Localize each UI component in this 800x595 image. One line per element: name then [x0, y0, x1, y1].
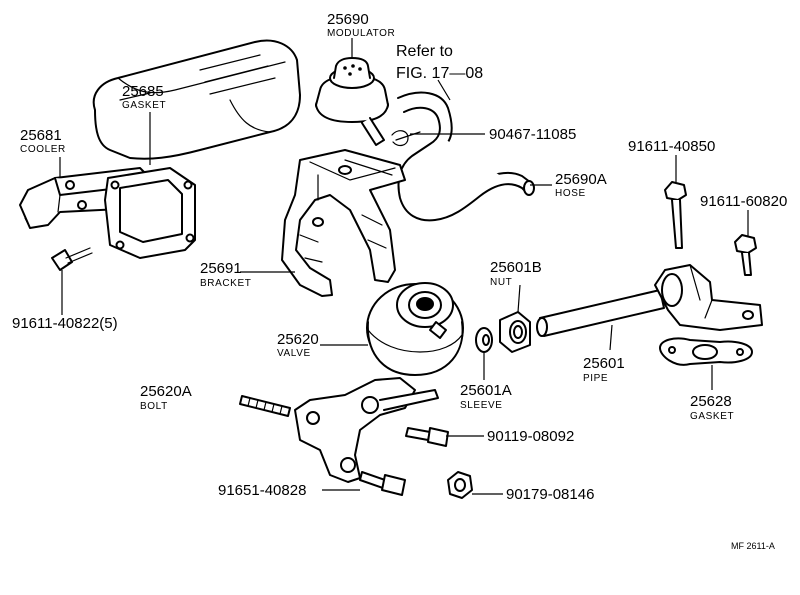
manifold-cover-drawing	[92, 39, 301, 160]
bracket-name: BRACKET	[200, 278, 251, 289]
nut-name: NUT	[490, 277, 512, 288]
valve-base-drawing	[294, 377, 439, 483]
gasket-br-number: 25628	[690, 393, 732, 410]
part-label-gasket-br: 25628 GASKET	[690, 393, 734, 422]
gasket-top-drawing	[104, 167, 196, 259]
sleeve-drawing	[475, 327, 493, 353]
sleeve-name: SLEEVE	[460, 400, 503, 411]
bolt-left-number: 91611-40822(5)	[12, 315, 118, 332]
part-label-cooler: 25681 COOLER	[20, 127, 66, 155]
gasket-br-name: GASKET	[690, 411, 734, 422]
valve-number: 25620	[277, 331, 319, 348]
part-label-modulator: 25690 MODULATOR	[327, 11, 395, 39]
bolt-bottom-drawing	[359, 471, 406, 496]
bracket-drawing	[281, 149, 406, 297]
leader-lines	[59, 38, 749, 495]
bolt-tr1-number: 91611-40850	[628, 138, 715, 155]
hose-drawing	[397, 91, 535, 222]
stud-drawing	[239, 395, 291, 417]
sleeve-number: 25601A	[460, 382, 512, 399]
bolt-bottom-number: 91651-40828	[218, 482, 306, 499]
bolt-left-drawing	[51, 247, 93, 271]
cooler-name: COOLER	[20, 144, 66, 155]
pipe-number: 25601	[583, 355, 625, 372]
part-label-hose: 25690A HOSE	[555, 171, 607, 199]
figure-code: MF 2611-A	[731, 541, 775, 551]
part-label-bracket: 25691 BRACKET	[200, 260, 251, 289]
bracket-number: 25691	[200, 260, 242, 277]
clip-number: 90467-11085	[489, 126, 576, 143]
gasket-br-drawing	[659, 337, 753, 366]
part-label-pipe: 25601 PIPE	[583, 355, 625, 384]
hose-number: 25690A	[555, 171, 607, 188]
part-label-stud: 25620A BOLT	[140, 383, 192, 412]
bolt-tr2-number: 91611-60820	[700, 193, 787, 210]
pipe-drawing	[536, 264, 763, 337]
clip-drawing	[391, 130, 421, 147]
nut-bottom-drawing	[447, 471, 473, 499]
nut-bottom-number: 90179-08146	[506, 486, 594, 503]
bolt-mid-drawing	[405, 427, 449, 447]
cooler-number: 25681	[20, 127, 62, 144]
modulator-drawing	[315, 57, 389, 146]
part-label-sleeve: 25601A SLEEVE	[460, 382, 512, 411]
bolt-tr2-drawing	[734, 234, 757, 276]
part-label-nut: 25601B NUT	[490, 259, 542, 288]
bolt-tr1-drawing	[664, 181, 687, 249]
stud-number: 25620A	[140, 383, 192, 400]
reference-line1: Refer to	[396, 43, 453, 60]
part-label-gasket-top: 25685 GASKET	[122, 83, 166, 111]
hose-name: HOSE	[555, 188, 586, 199]
bolt-mid-number: 90119-08092	[487, 428, 574, 445]
modulator-number: 25690	[327, 11, 369, 28]
reference-note: Refer to FIG. 17—08	[396, 43, 483, 82]
part-label-valve: 25620 VALVE	[277, 331, 319, 359]
nut-drawing	[499, 311, 531, 353]
valve-drawing	[366, 282, 464, 376]
valve-name: VALVE	[277, 348, 311, 359]
reference-line2: FIG. 17—08	[396, 65, 483, 82]
stud-name: BOLT	[140, 401, 168, 412]
modulator-name: MODULATOR	[327, 28, 395, 39]
nut-number: 25601B	[490, 259, 542, 276]
gasket-top-name: GASKET	[122, 100, 166, 111]
gasket-top-number: 25685	[122, 83, 164, 100]
pipe-name: PIPE	[583, 373, 608, 384]
